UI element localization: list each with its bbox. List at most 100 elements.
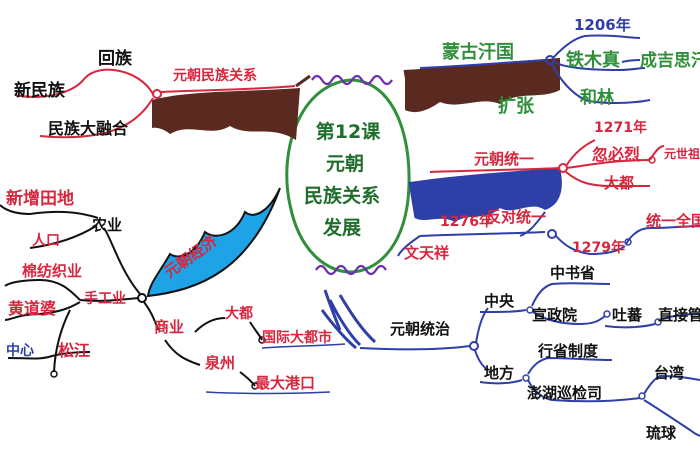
unify-all: 统一全国 xyxy=(646,212,700,230)
agri-label: 农业 xyxy=(91,216,122,234)
commerce-branch-up xyxy=(194,317,226,333)
temujin-arrow xyxy=(621,59,641,63)
gov-title: 元朝统治 xyxy=(390,320,450,338)
center-squiggle-bottom xyxy=(315,264,387,276)
craft-songjiang: 松江 xyxy=(58,341,90,360)
unify-down-link xyxy=(519,211,546,237)
craft-link xyxy=(79,297,139,302)
gov-to-local xyxy=(474,349,489,371)
unify-title: 元朝统一 xyxy=(474,150,534,168)
unify-all-node xyxy=(624,238,632,246)
ethnic-band-edge xyxy=(295,74,311,88)
penghu-to-taiwan xyxy=(643,374,700,395)
ethnic-band xyxy=(152,88,300,140)
against-underline xyxy=(419,231,546,237)
unify-1279: 1279年 xyxy=(572,239,625,256)
mongol-genghis: 成吉思汗 xyxy=(640,50,700,71)
gov-node xyxy=(469,341,479,351)
unify-wen: 文天祥 xyxy=(404,244,449,262)
center-title-3: 民族关系 xyxy=(304,184,380,207)
center-title-1: 第12课 xyxy=(316,120,381,143)
craft-to-center xyxy=(53,309,71,373)
dadu-to-intl xyxy=(249,321,263,341)
to-unify-all xyxy=(625,225,700,245)
central-node xyxy=(526,306,534,314)
unify-to-dadu xyxy=(565,171,650,187)
unify-to-kublai xyxy=(565,159,651,169)
mongol-temujin: 铁木真 xyxy=(566,49,620,71)
gov-xingsheng: 行省制度 xyxy=(537,342,599,360)
agri-link xyxy=(103,227,141,295)
mongol-to-year xyxy=(552,34,641,59)
gov-stroke-4 xyxy=(320,309,357,350)
commerce-dadu: 大都 xyxy=(225,305,253,322)
unify-underline xyxy=(429,167,561,173)
commerce-label: 商业 xyxy=(154,318,184,336)
against-node xyxy=(547,229,557,239)
mongol-title: 蒙古汗国 xyxy=(442,41,514,63)
commerce-quanzhou: 泉州 xyxy=(204,354,235,372)
economy-band xyxy=(146,187,281,298)
kublai-node xyxy=(648,156,656,164)
center-oval xyxy=(285,78,411,274)
mongol-to-helin xyxy=(551,63,651,104)
center-title-2: 元朝 xyxy=(326,153,364,175)
ethnic-title: 元朝民族关系 xyxy=(173,67,257,84)
unify-dadu: 大都 xyxy=(604,174,634,192)
tibet-underline xyxy=(604,323,656,329)
quanzhou-node xyxy=(251,382,259,390)
unify-shizu: 元世祖 xyxy=(664,146,700,161)
mongol-node xyxy=(545,55,555,65)
gov-underline xyxy=(359,345,471,351)
penghu-node xyxy=(638,392,646,400)
craft-center: 中心 xyxy=(6,342,34,359)
central-to-xuanzheng xyxy=(532,311,606,326)
ethnic-underline xyxy=(159,85,296,93)
unify-against: 反对统一 xyxy=(486,208,546,226)
gov-xuanzheng: 宣政院 xyxy=(532,306,577,324)
gov-local: 地方 xyxy=(484,364,514,382)
gov-stroke-2 xyxy=(328,299,362,347)
local-underline xyxy=(479,379,523,385)
gov-direct: 直接管 xyxy=(658,306,700,324)
economy-node xyxy=(137,293,147,303)
craft-huang: 黄道婆 xyxy=(8,299,56,318)
commerce-intl: 国际大都市 xyxy=(262,329,332,346)
agri-population: 人口 xyxy=(32,232,60,249)
quanzhou-to-port xyxy=(239,371,256,387)
ethnic-new: 新民族 xyxy=(14,80,66,101)
ethnic-hui: 回族 xyxy=(98,48,133,69)
ethnic-branch-down xyxy=(39,97,154,139)
craft-label: 手工业 xyxy=(84,290,126,307)
craft-cotton: 棉纺织业 xyxy=(22,262,82,280)
gov-tibet: 吐蕃 xyxy=(612,306,643,324)
center-songjiang xyxy=(7,351,91,360)
agri-branch-1 xyxy=(0,204,99,219)
commerce-underline-2 xyxy=(205,391,331,395)
local-node xyxy=(522,374,530,382)
ethnic-node xyxy=(152,89,162,99)
dadu-node xyxy=(258,336,266,344)
mongol-year: 1206年 xyxy=(574,16,631,34)
mongol-expand: 扩张 xyxy=(498,95,535,117)
to-1279 xyxy=(555,235,626,256)
gov-zhongshu: 中书省 xyxy=(550,264,595,282)
mongol-helin: 和林 xyxy=(580,87,614,108)
local-to-penghu xyxy=(527,379,641,403)
gov-central: 中央 xyxy=(484,292,515,310)
against-branch xyxy=(397,235,421,257)
central-underline xyxy=(479,309,527,313)
unify-band-edge xyxy=(408,181,418,219)
mongol-band-edge xyxy=(403,69,414,111)
craft-to-huang xyxy=(4,301,81,321)
tibet-to-direct xyxy=(659,313,700,321)
gov-stroke-3 xyxy=(338,294,377,344)
center-title-4: 发展 xyxy=(322,216,361,239)
mongol-to-temujin xyxy=(553,61,646,72)
commerce-port: 最大港口 xyxy=(255,374,315,392)
gov-to-central xyxy=(475,307,489,344)
kublai-to-shizu xyxy=(649,145,665,161)
unify-1276: 1276年 xyxy=(440,213,493,230)
gov-taiwan: 台湾 xyxy=(654,364,684,382)
